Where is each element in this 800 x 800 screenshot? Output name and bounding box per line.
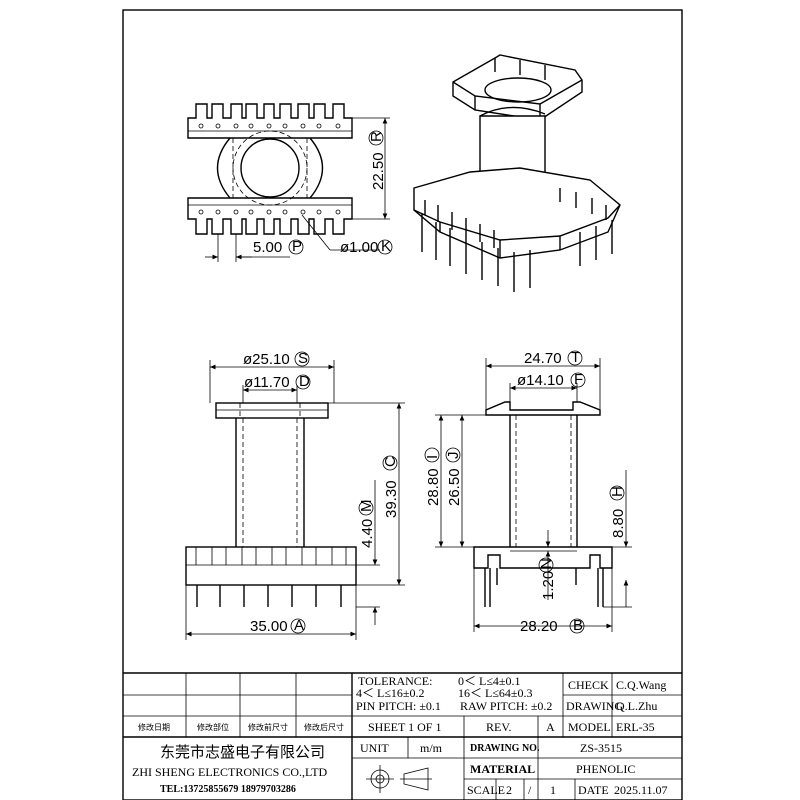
dim-a-code: A [294, 617, 304, 634]
projection-symbol-icon [366, 765, 432, 793]
scale-label: SCALE [467, 783, 505, 797]
dim-n-value: 1.20 [540, 571, 557, 600]
dim-t-value: 24.70 [524, 350, 562, 367]
model-value: ERL-35 [616, 720, 655, 734]
dim-p-code: P [292, 238, 302, 255]
dim-a-value: 35.00 [250, 618, 288, 635]
dim-j-code: J [445, 452, 462, 460]
drawing-label: DRAWING [566, 699, 623, 713]
rev-col-before: 修改前尺寸 [248, 722, 288, 732]
dim-f-value: ø14.10 [517, 372, 564, 389]
tolerance-1: 0＜ L≤4±0.1 [458, 674, 521, 688]
scale-sep: / [528, 783, 532, 797]
tolerance-2: 4＜ L≤16±0.2 [356, 686, 425, 700]
company-name-cn: 东莞市志盛电子有限公司 [160, 743, 325, 761]
raw-pitch: RAW PITCH: ±0.2 [460, 699, 552, 713]
tolerance-label: TOLERANCE: [358, 674, 432, 688]
dim-s-code: S [298, 350, 308, 367]
dim-s-value: ø25.10 [243, 351, 290, 368]
side-view [435, 358, 632, 632]
model-label: MODEL [568, 720, 611, 734]
scale-value: 2 [506, 783, 512, 797]
sheet-info: SHEET 1 OF 1 [368, 720, 441, 734]
company-name-en: ZHI SHENG ELECTRONICS CO.,LTD [132, 765, 328, 779]
top-view [187, 103, 390, 262]
scale-den: 1 [550, 783, 556, 797]
pin-pitch: PIN PITCH: ±0.1 [356, 699, 441, 713]
drawing-value: Q.L.Zhu [616, 699, 657, 713]
dim-k-code: K [381, 238, 391, 255]
company-tel: TEL:13725855679 18979703286 [160, 784, 296, 795]
title-block: 修改日期 修改部位 修改前尺寸 修改后尺寸 TOLERANCE: 0＜ L≤4±… [123, 672, 682, 800]
dim-m-code: M [358, 500, 375, 513]
material-value: PHENOLIC [576, 762, 635, 776]
dim-f-code: F [574, 371, 583, 388]
dim-j-value: 26.50 [446, 468, 463, 506]
rev-value: A [546, 720, 555, 734]
tolerance-3: 16＜ L≤64±0.3 [458, 686, 533, 700]
dim-k-value: ø1.00 [340, 239, 378, 256]
dim-h-code: H [609, 486, 626, 497]
dimension-labels: 22.50 R 5.00 P ø1.00 K ø25.10 S ø11.70 D… [243, 130, 627, 635]
dim-h-value: 8.80 [610, 509, 627, 538]
isometric-view [413, 54, 621, 292]
rev-col-location: 修改部位 [197, 722, 229, 732]
dim-b-code: B [573, 617, 583, 634]
dim-c-code: C [382, 456, 399, 467]
drawing-no-label: DRAWING NO. [470, 743, 540, 754]
dim-p-value: 5.00 [253, 239, 282, 256]
check-label: CHECK [568, 678, 609, 692]
dim-n-code: N [538, 558, 555, 569]
dim-r-code: R [368, 131, 385, 142]
dim-d-value: ø11.70 [244, 374, 290, 391]
drawing-no-value: ZS-3515 [580, 741, 622, 755]
dim-m-value: 4.40 [359, 519, 376, 548]
unit-value: m/m [420, 741, 443, 755]
rev-col-date: 修改日期 [138, 722, 170, 732]
dim-r-value: 22.50 [370, 152, 387, 190]
dim-t-code: T [571, 349, 580, 366]
dim-d-code: D [299, 373, 310, 390]
front-view [185, 360, 405, 640]
dim-i-code: I [424, 455, 441, 459]
date-value: 2025.11.07 [614, 783, 668, 797]
drawing-border [122, 9, 683, 800]
unit-label: UNIT [360, 741, 389, 755]
check-value: C.Q.Wang [616, 678, 666, 692]
rev-col-after: 修改后尺寸 [304, 722, 344, 732]
dim-i-value: 28.80 [425, 468, 442, 506]
rev-label: REV. [486, 720, 511, 734]
date-label: DATE [578, 783, 609, 797]
dim-b-value: 28.20 [520, 618, 558, 635]
material-label: MATERIAL [470, 762, 535, 776]
dim-c-value: 39.30 [383, 480, 400, 518]
